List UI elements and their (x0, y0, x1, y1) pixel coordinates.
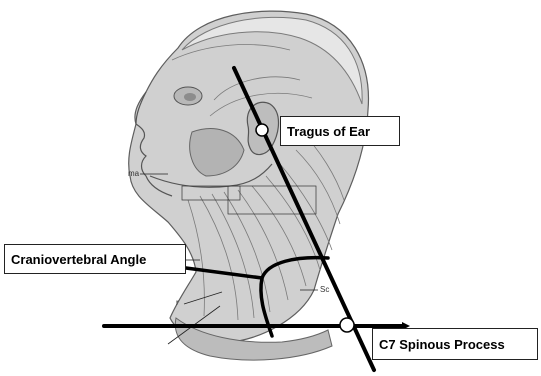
c7-marker (340, 318, 354, 332)
craniovertebral-angle-label: Craniovertebral Angle (4, 244, 186, 274)
tag-sc: Sc (320, 285, 329, 294)
tragus-label: Tragus of Ear (280, 116, 400, 146)
tragus-marker (256, 124, 268, 136)
tag-r: r (176, 298, 179, 307)
tag-ma: ma (128, 169, 139, 178)
head-illustration (129, 11, 369, 360)
c7-spinous-process-label: C7 Spinous Process (372, 328, 538, 360)
